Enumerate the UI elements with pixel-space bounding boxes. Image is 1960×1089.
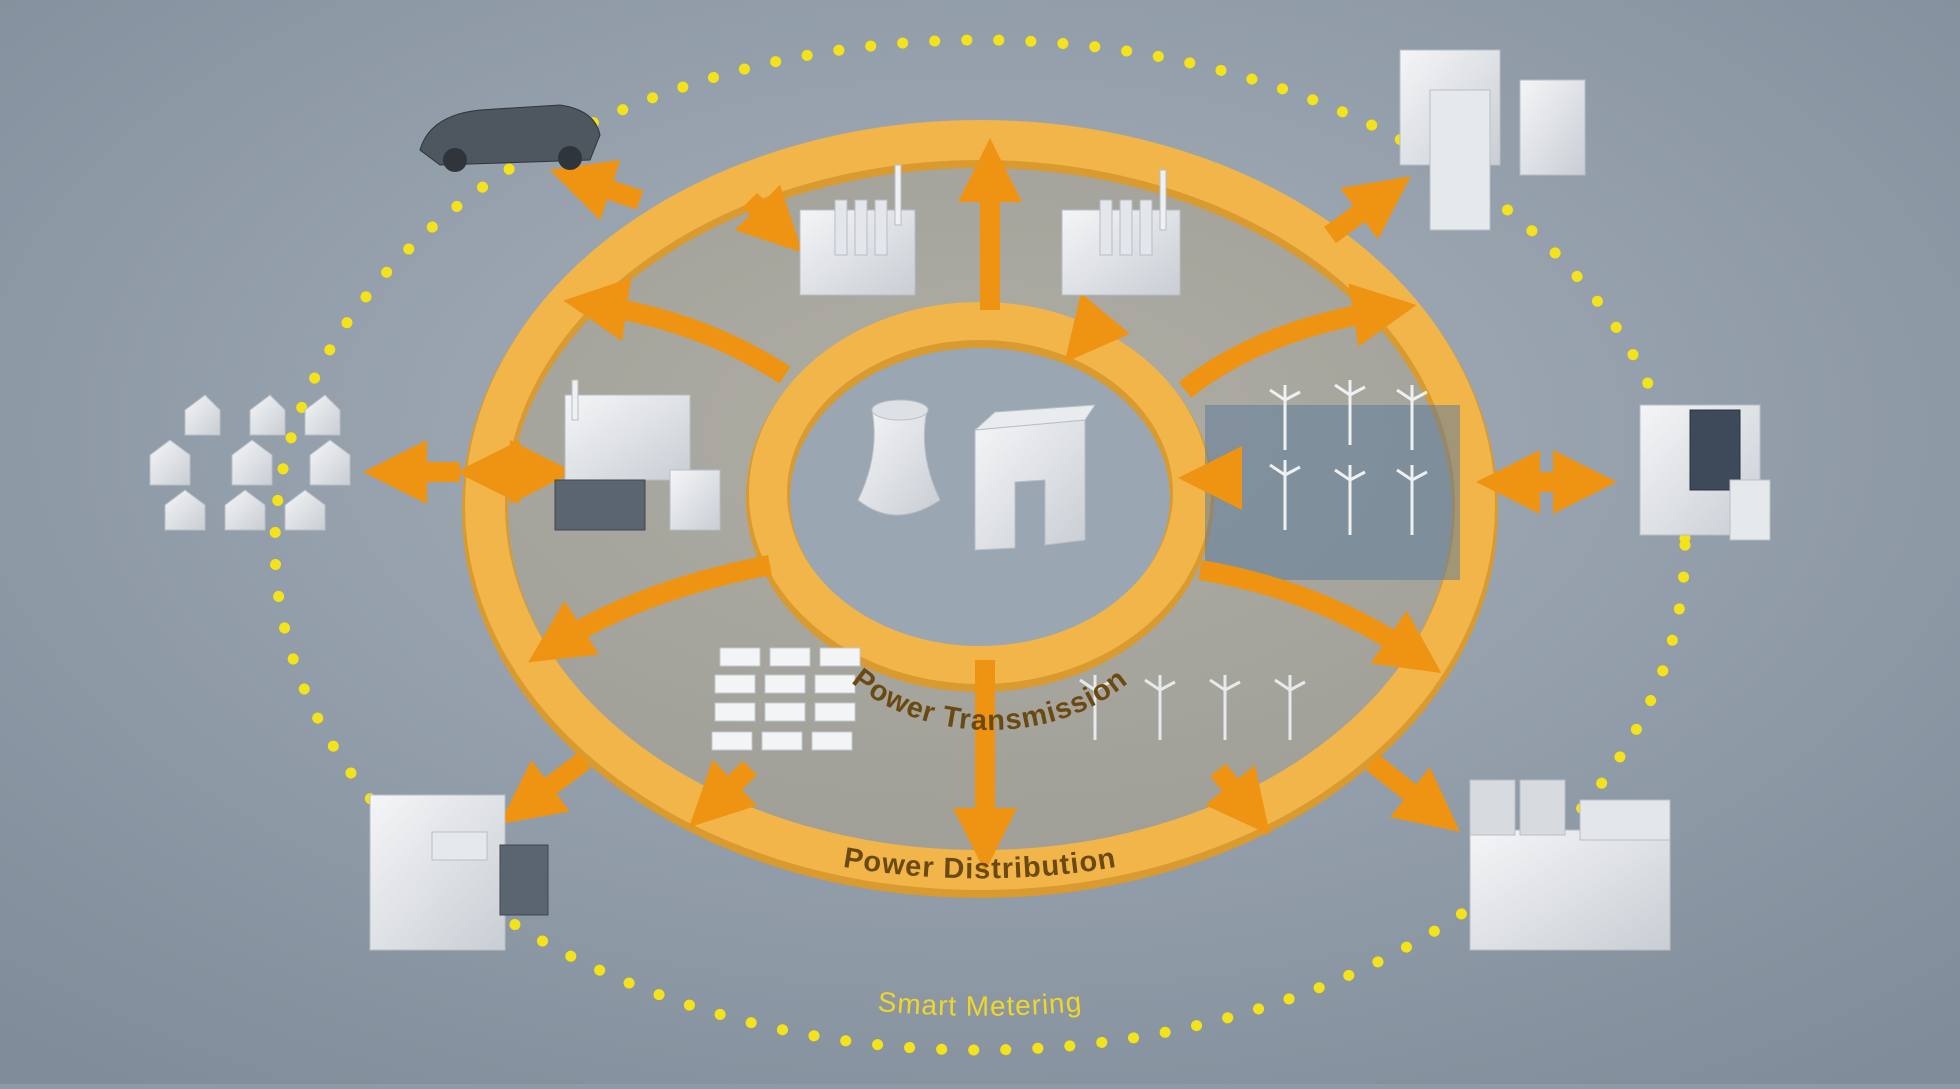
cooling-tower bbox=[857, 399, 941, 516]
arrow-offices bbox=[1324, 176, 1411, 244]
solar-array bbox=[711, 647, 861, 751]
arrow-generator-house bbox=[499, 752, 591, 825]
meter-dot-ring bbox=[269, 34, 1691, 1056]
factory-with-silos bbox=[1469, 779, 1671, 951]
chp-plant bbox=[554, 379, 721, 531]
offshore-water-area bbox=[1205, 405, 1460, 580]
residential-houses bbox=[149, 394, 351, 531]
solar-house bbox=[1639, 404, 1771, 541]
arrow-lower-right bbox=[1198, 560, 1442, 674]
arrow-upper-right bbox=[1178, 283, 1417, 398]
house-with-generator bbox=[369, 794, 549, 951]
wind-turbine bbox=[1269, 460, 1301, 530]
arrow-onshore-wind bbox=[1205, 763, 1270, 835]
offshore-wind-farm bbox=[1269, 380, 1428, 535]
wind-turbine bbox=[1396, 385, 1428, 450]
arrow-upper-left bbox=[563, 277, 791, 384]
arrow-plant-left bbox=[734, 184, 803, 253]
wind-turbine bbox=[1269, 385, 1301, 450]
wind-turbine bbox=[1209, 675, 1241, 740]
arrow-solar bbox=[689, 759, 758, 828]
central-power-station bbox=[973, 404, 1096, 551]
wind-turbine bbox=[1144, 675, 1176, 740]
wind-turbine bbox=[1079, 675, 1111, 740]
arrow-lower-left bbox=[528, 555, 772, 663]
electric-car bbox=[419, 104, 601, 172]
wind-turbine bbox=[1334, 465, 1366, 535]
power-flow-arrows bbox=[362, 137, 1618, 873]
wind-turbine bbox=[1396, 465, 1428, 535]
arrow-plant-right bbox=[1064, 292, 1131, 363]
fossil-power-plant bbox=[799, 164, 916, 296]
smart-metering-label: Smart Metering bbox=[877, 986, 1084, 1022]
industrial-power-plant bbox=[1061, 169, 1181, 296]
onshore-wind-farm bbox=[1079, 675, 1306, 740]
arrow-factory bbox=[1365, 754, 1461, 832]
office-towers bbox=[1399, 49, 1586, 231]
smart-metering-loop bbox=[269, 34, 1691, 1056]
wind-turbine bbox=[1334, 380, 1366, 445]
wind-turbine bbox=[1274, 675, 1306, 740]
arrow-car bbox=[549, 159, 644, 221]
